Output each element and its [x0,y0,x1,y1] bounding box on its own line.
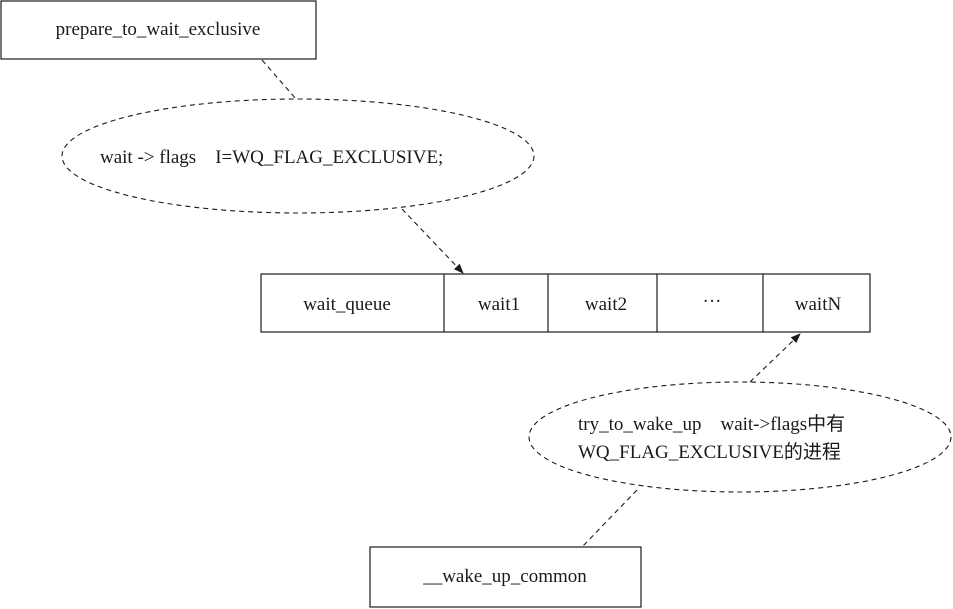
try-to-wake-up-label-line2: WQ_FLAG_EXCLUSIVE的进程 [578,441,841,463]
arrow-ellipse-to-waitN [749,333,801,383]
wake-up-common-node: __wake_up_common [369,546,642,608]
queue-cell-wait-queue: wait_queue [303,294,391,315]
set-exclusive-flag-node: wait -> flags I=WQ_FLAG_EXCLUSIVE; [61,98,535,214]
prepare-to-wait-exclusive-node: prepare_to_wait_exclusive [0,0,317,60]
queue-cell-ellipsis: ··· [703,291,722,312]
queue-cell-waitN: waitN [795,294,842,315]
queue-cell-wait1: wait1 [478,294,520,315]
try-to-wake-up-node: try_to_wake_up wait->flags中有 WQ_FLAG_EXC… [528,381,952,493]
connector-ellipse-to-bottom-box [582,489,638,547]
arrow-ellipse-to-wait1 [401,208,464,274]
queue-cell-wait2: wait2 [585,294,627,315]
wait-queue-row: wait_queue wait1 wait2 ··· waitN [260,273,871,333]
prepare-to-wait-exclusive-label: prepare_to_wait_exclusive [56,19,261,40]
try-to-wake-up-label-line1: try_to_wake_up wait->flags中有 [578,413,845,435]
set-exclusive-flag-label: wait -> flags I=WQ_FLAG_EXCLUSIVE; [100,147,443,168]
wake-up-common-label: __wake_up_common [422,566,587,587]
connector-top-box-to-ellipse [261,59,297,100]
